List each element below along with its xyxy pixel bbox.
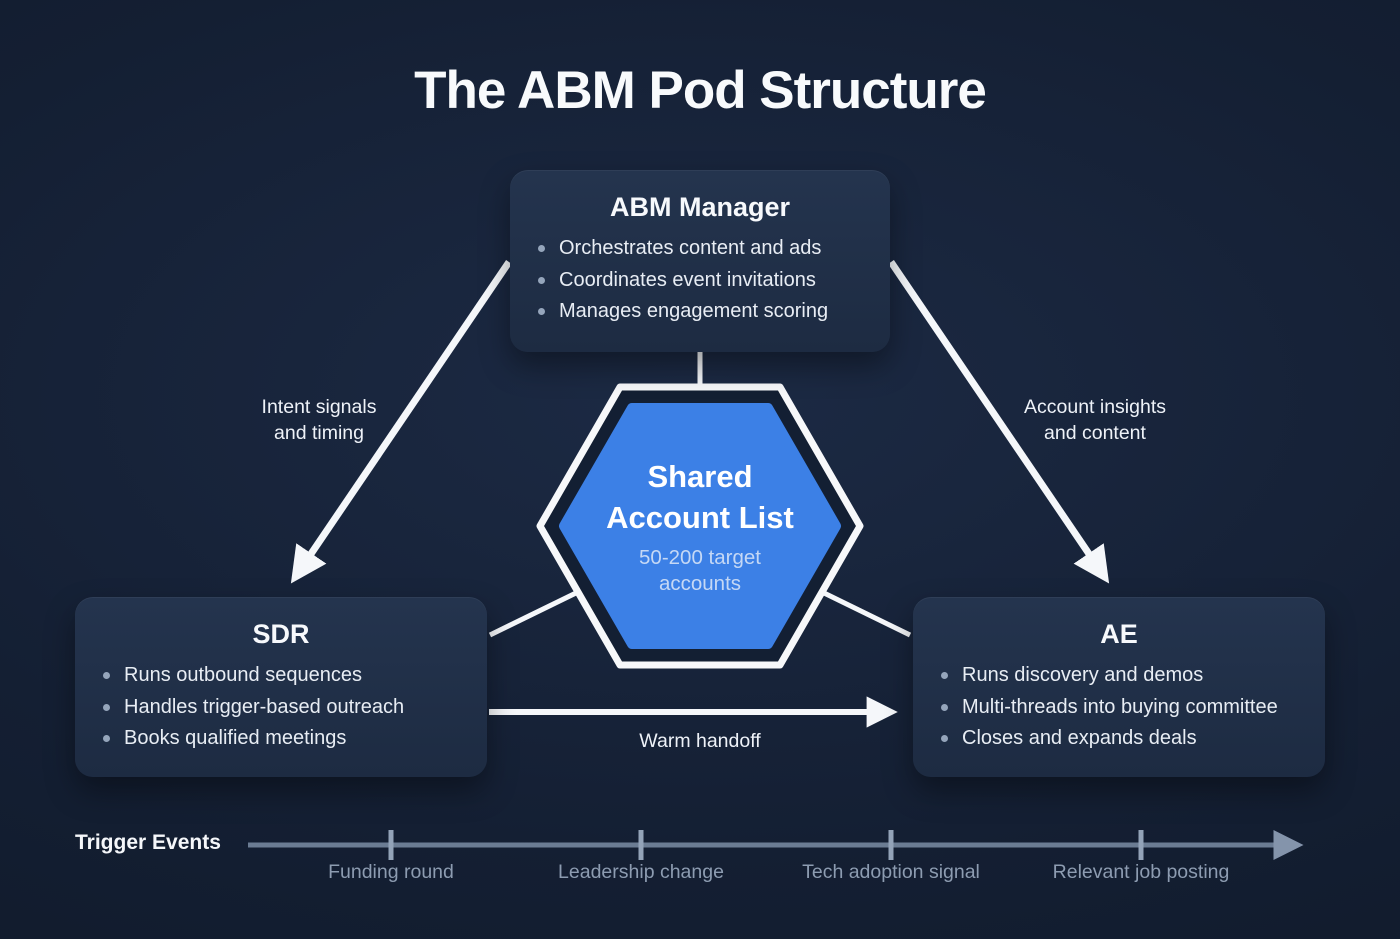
bullet-item: Orchestrates content and ads	[534, 233, 866, 265]
shared-account-list-node: Shared Account List 50-200 target accoun…	[565, 456, 835, 597]
bullet-dot-icon	[103, 735, 110, 742]
intent-label-line2: and timing	[274, 422, 364, 444]
bullet-item: Runs outbound sequences	[99, 660, 463, 692]
bullet-text: Runs outbound sequences	[124, 664, 362, 686]
edge-label-warm-handoff: Warm handoff	[639, 730, 761, 752]
bullet-item: Books qualified meetings	[99, 723, 463, 755]
shared-title-line2: Account List	[606, 500, 794, 535]
bullet-dot-icon	[103, 703, 110, 711]
timeline-title: Trigger Events	[75, 831, 221, 854]
bullet-text: Closes and expands deals	[962, 727, 1197, 749]
bullet-item: Closes and expands deals	[937, 723, 1301, 755]
account-label-line1: Account insights	[1024, 396, 1166, 418]
shared-subtitle-line2: accounts	[658, 572, 742, 595]
bullet-dot-icon	[941, 703, 948, 711]
connector-hexagon-sdr	[488, 589, 580, 638]
bullet-item: Multi-threads into buying committee	[937, 692, 1301, 724]
abm-manager-title: ABM Manager	[609, 192, 791, 222]
bullet-text: Books qualified meetings	[124, 727, 347, 749]
sdr-title: SDR	[252, 619, 310, 649]
page-title: The ABM Pod Structure	[414, 61, 987, 120]
arrow-manager-to-sdr	[290, 260, 512, 584]
shared-subtitle-line1: 50-200 target	[639, 546, 761, 569]
intent-label-line1: Intent signals	[261, 396, 377, 418]
bullet-text: Coordinates event invitations	[559, 268, 816, 291]
bullet-dot-icon	[538, 308, 545, 315]
edge-label-intent-signals: Intent signals and timing	[209, 394, 429, 446]
shared-account-list-subtitle: 50-200 target accounts	[565, 545, 835, 597]
bullet-item: Handles trigger-based outreach	[99, 692, 463, 724]
bullet-text: Manages engagement scoring	[559, 300, 829, 322]
bullet-item: Runs discovery and demos	[937, 660, 1301, 692]
connector-hexagon-ae	[820, 589, 912, 638]
bullet-text: Handles trigger-based outreach	[124, 695, 405, 718]
edge-label-account-insights: Account insights and content	[985, 394, 1205, 446]
bullet-dot-icon	[941, 672, 948, 679]
arrow-manager-to-ae	[888, 260, 1110, 584]
bullet-item: Manages engagement scoring	[534, 296, 866, 328]
abm-manager-card: ABM Manager Orchestrates content and ads…	[510, 170, 890, 352]
shared-title-line1: Shared	[647, 459, 753, 494]
bullet-dot-icon	[103, 672, 110, 679]
bullet-text: Orchestrates content and ads	[559, 237, 822, 259]
bullet-dot-icon	[538, 245, 545, 252]
bullet-text: Runs discovery and demos	[962, 664, 1204, 686]
bullet-dot-icon	[941, 735, 948, 742]
hexagon-core	[559, 403, 841, 649]
bullet-text: Multi-threads into buying committee	[962, 695, 1278, 718]
bullet-dot-icon	[538, 276, 545, 284]
shared-account-list-title: Shared Account List	[565, 456, 835, 538]
ae-title: AE	[1100, 619, 1138, 649]
bullet-item: Coordinates event invitations	[534, 265, 866, 297]
account-label-line2: and content	[1044, 422, 1146, 444]
